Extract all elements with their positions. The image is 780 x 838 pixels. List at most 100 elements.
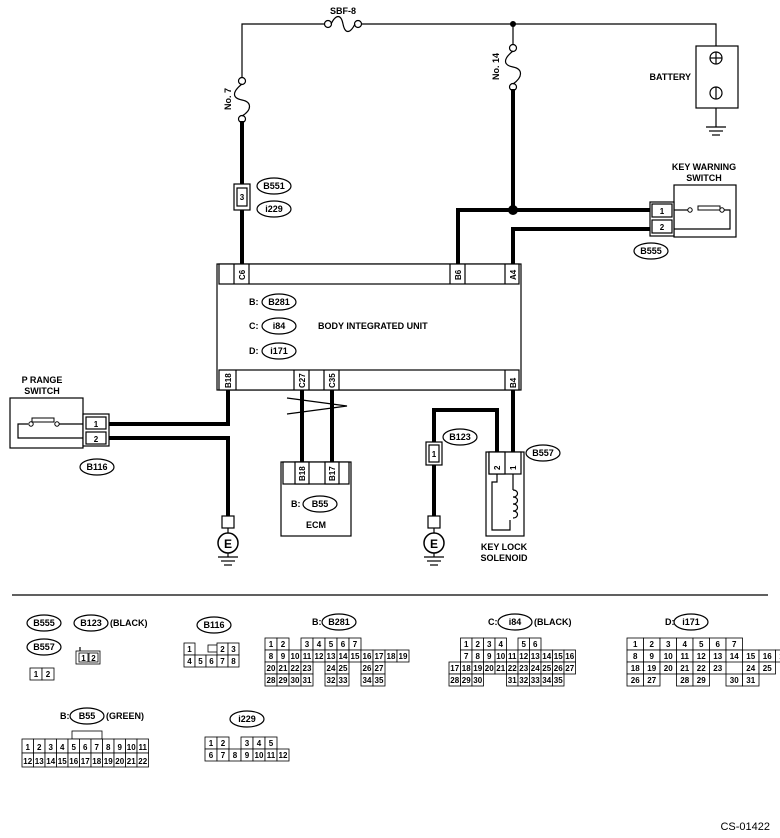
pin-number: 20 [485, 664, 494, 673]
pin-number: 1 [209, 739, 214, 748]
pin-number: 4 [317, 640, 322, 649]
pin-number: 6 [341, 640, 346, 649]
biu-prefix-d: D: [249, 346, 259, 356]
pin-number: 30 [291, 676, 300, 685]
fuse-no-14: No. 14 [491, 43, 522, 92]
pin-number: 23 [713, 664, 722, 673]
pin-number: 18 [462, 664, 471, 673]
b557-badge: B557 [532, 448, 554, 458]
legend-i171: D: i171 [665, 613, 709, 631]
twisted-pair-marker [286, 397, 348, 415]
pin-number: 27 [647, 676, 656, 685]
pin-number: 31 [303, 676, 312, 685]
pin-number: 5 [72, 743, 77, 752]
b551-badge: B551 [263, 181, 285, 191]
prs-pin-2: 2 [94, 435, 99, 444]
key-lock-solenoid: 2 1 B557 KEY LOCK SOLENOID [480, 444, 561, 563]
pin-number: 12 [519, 652, 528, 661]
pin-number: 6 [716, 640, 721, 649]
pin-number: 19 [473, 664, 482, 673]
legend-i84-color: (BLACK) [534, 617, 572, 627]
pin-cell [758, 661, 776, 675]
pin-number: 15 [746, 652, 755, 661]
pin-number: 20 [267, 664, 276, 673]
pin-number: 2 [220, 645, 225, 654]
legend-b55: B: B55 (GREEN) [60, 707, 144, 740]
pin-number: 2 [476, 640, 481, 649]
pin-cell [775, 649, 780, 663]
pin-number: 31 [508, 676, 517, 685]
pin-number: 22 [508, 664, 517, 673]
pin-cell [471, 673, 484, 687]
pin-number: 10 [255, 751, 264, 760]
pin-number: 8 [106, 743, 111, 752]
pin-number: 3 [487, 640, 492, 649]
pin-number: 20 [664, 664, 673, 673]
ground-left-symbol: E [224, 537, 232, 551]
pin-cell [709, 661, 727, 675]
pin-number: 19 [399, 652, 408, 661]
legend-b123-color: (BLACK) [110, 618, 148, 628]
battery: BATTERY [650, 45, 739, 136]
pin-number: 8 [269, 652, 274, 661]
kws-pin-1: 1 [660, 207, 665, 216]
pin-number: 3 [666, 640, 671, 649]
pin-number: 6 [83, 743, 88, 752]
pin-cell [692, 673, 710, 687]
body-integrated-unit: C6 B6 A4 B18 C27 C35 B4 B: B281 C: i84 D… [216, 263, 522, 391]
pin-number: 4 [187, 657, 192, 666]
fuse-sbf-8: SBF-8 [323, 6, 363, 33]
pin-number: 6 [209, 751, 214, 760]
pin-number: 7 [732, 640, 737, 649]
pin-number: 35 [375, 676, 384, 685]
legend-i84-prefix: C: [488, 617, 498, 627]
pin-number: 12 [23, 757, 32, 766]
biu-pin-a4: A4 [509, 269, 518, 280]
legend-b116: B116 [196, 616, 232, 653]
pin-number: 5 [522, 640, 527, 649]
pin-number: 11 [267, 751, 276, 760]
pin-number: 27 [375, 664, 384, 673]
figure-code: CS-01422 [720, 821, 770, 833]
biu-badge-i84: i84 [273, 321, 286, 331]
pin-number: 31 [746, 676, 755, 685]
pin-number: 1 [269, 640, 274, 649]
pin-number: 32 [519, 676, 528, 685]
pin-number: 16 [363, 652, 372, 661]
fuse-no-7: No. 7 [223, 76, 251, 124]
pin-cell [276, 748, 290, 762]
pin-number: 24 [746, 664, 755, 673]
pin-number: 6 [209, 657, 214, 666]
kws-label-2: SWITCH [686, 173, 722, 183]
pin-number: 7 [221, 751, 226, 760]
b123-pin: 1 [432, 450, 437, 459]
legend-i84-badge: i84 [509, 617, 522, 627]
ecm: B18 B17 B: B55 ECM [280, 461, 352, 537]
biu-badge-b281: B281 [268, 297, 290, 307]
ground-middle-symbol: E [430, 537, 438, 551]
pin-number: 1 [464, 640, 469, 649]
fuse-no-14-label: No. 14 [491, 53, 501, 80]
pin-number: 29 [697, 676, 706, 685]
legend-b555-badge: B555 [33, 618, 55, 628]
ecm-prefix: B: [291, 499, 301, 509]
pin-number: 29 [279, 676, 288, 685]
connector-b551: 3 B551 i229 [233, 177, 292, 218]
kls-label-2: SOLENOID [480, 553, 528, 563]
pin-number: 2 [221, 739, 226, 748]
pin-number: 17 [450, 664, 459, 673]
prs-pin-1: 1 [94, 420, 99, 429]
pin-number: 4 [60, 743, 65, 752]
pin-number: 28 [267, 676, 276, 685]
pin-number: 10 [664, 652, 673, 661]
biu-pin-b4: B4 [509, 377, 518, 388]
legend-b557-badge: B557 [33, 642, 55, 652]
biu-label: BODY INTEGRATED UNIT [318, 321, 428, 331]
biu-pin-c6: C6 [238, 269, 247, 280]
harness-wires [108, 89, 650, 516]
pin-number: 27 [565, 664, 574, 673]
pin-number: 16 [565, 652, 574, 661]
pin-number: 14 [46, 757, 55, 766]
